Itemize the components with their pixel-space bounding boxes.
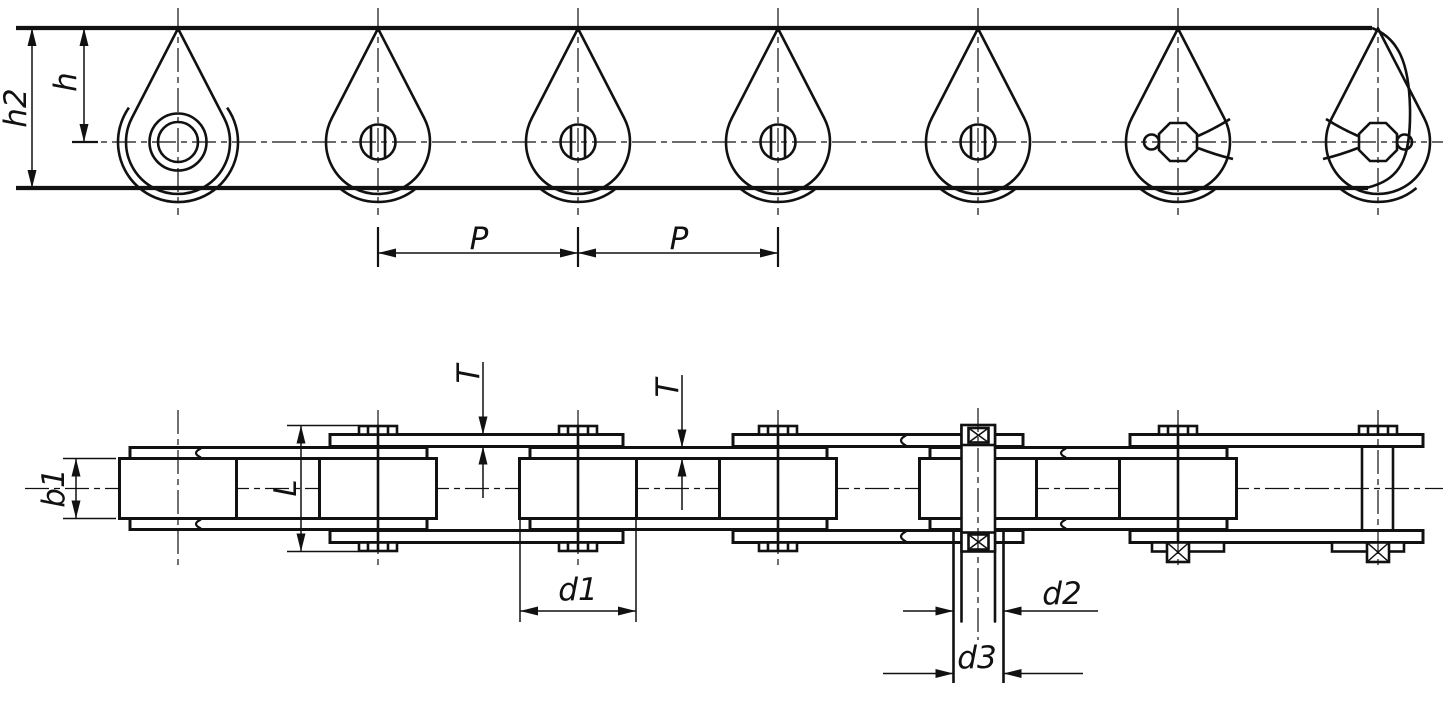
- dimension-t2: T: [650, 375, 687, 510]
- label-d3: d3: [957, 640, 996, 676]
- label-t2: T: [650, 376, 686, 397]
- dimension-l: L: [268, 424, 358, 553]
- dimension-d2: d2: [903, 576, 1098, 616]
- inner-link-plates: [128, 446, 1229, 531]
- cotter-ring: [1395, 133, 1414, 151]
- cotter-leg-lower: [1197, 146, 1234, 161]
- pin-778: [724, 7, 832, 216]
- cotter-leg-upper: [1197, 117, 1231, 138]
- pin-hole-circle: [156, 120, 200, 164]
- roller-outline: [116, 106, 240, 204]
- dimension-d3: d3: [883, 640, 1083, 678]
- cotter-leg-upper: [1325, 117, 1359, 138]
- label-l: L: [268, 479, 304, 496]
- dimension-pitch: P P: [376, 221, 780, 267]
- bushing-circle: [148, 112, 208, 172]
- label-h: h: [48, 72, 84, 92]
- cotter-head: [1157, 121, 1199, 163]
- label-d1: d1: [558, 572, 597, 608]
- plate-rounded-end: [1365, 26, 1412, 190]
- pin-1378-cotter: [1322, 7, 1432, 216]
- dimension-d1: d1: [519, 519, 637, 622]
- cotter-leg-lower: [1322, 146, 1359, 161]
- cotter-ring: [1142, 133, 1161, 151]
- label-t1: T: [451, 362, 487, 383]
- dimension-h: h: [48, 28, 98, 144]
- top-view: h2 h P P: [0, 7, 1443, 267]
- dimension-h2: h2: [0, 28, 37, 188]
- label-p1: P: [470, 221, 489, 257]
- dimension-b1: b1: [36, 457, 116, 520]
- pin-1178-cotter: [1124, 7, 1234, 216]
- label-d2: d2: [1042, 576, 1081, 612]
- outer-link-plates: [328, 433, 1425, 544]
- pin-578: [524, 7, 632, 216]
- label-h2: h2: [0, 88, 34, 127]
- label-b1: b1: [36, 468, 72, 507]
- rollers-plan: [118, 457, 1238, 520]
- cotter-assembly-1178: [1150, 541, 1226, 564]
- bushing-end-marks: [194, 434, 1067, 543]
- label-p2: P: [670, 221, 689, 257]
- pin-roller-178: [116, 7, 240, 216]
- bottom-view: b1 L T T: [25, 362, 1443, 683]
- cotter-assembly-1378: [1330, 541, 1406, 564]
- plan-view-centerlines: [177, 408, 1379, 640]
- cotter-head: [1357, 121, 1399, 163]
- pin-978: [924, 7, 1032, 216]
- pin-378: [324, 7, 432, 216]
- dimension-t1: T: [451, 362, 488, 498]
